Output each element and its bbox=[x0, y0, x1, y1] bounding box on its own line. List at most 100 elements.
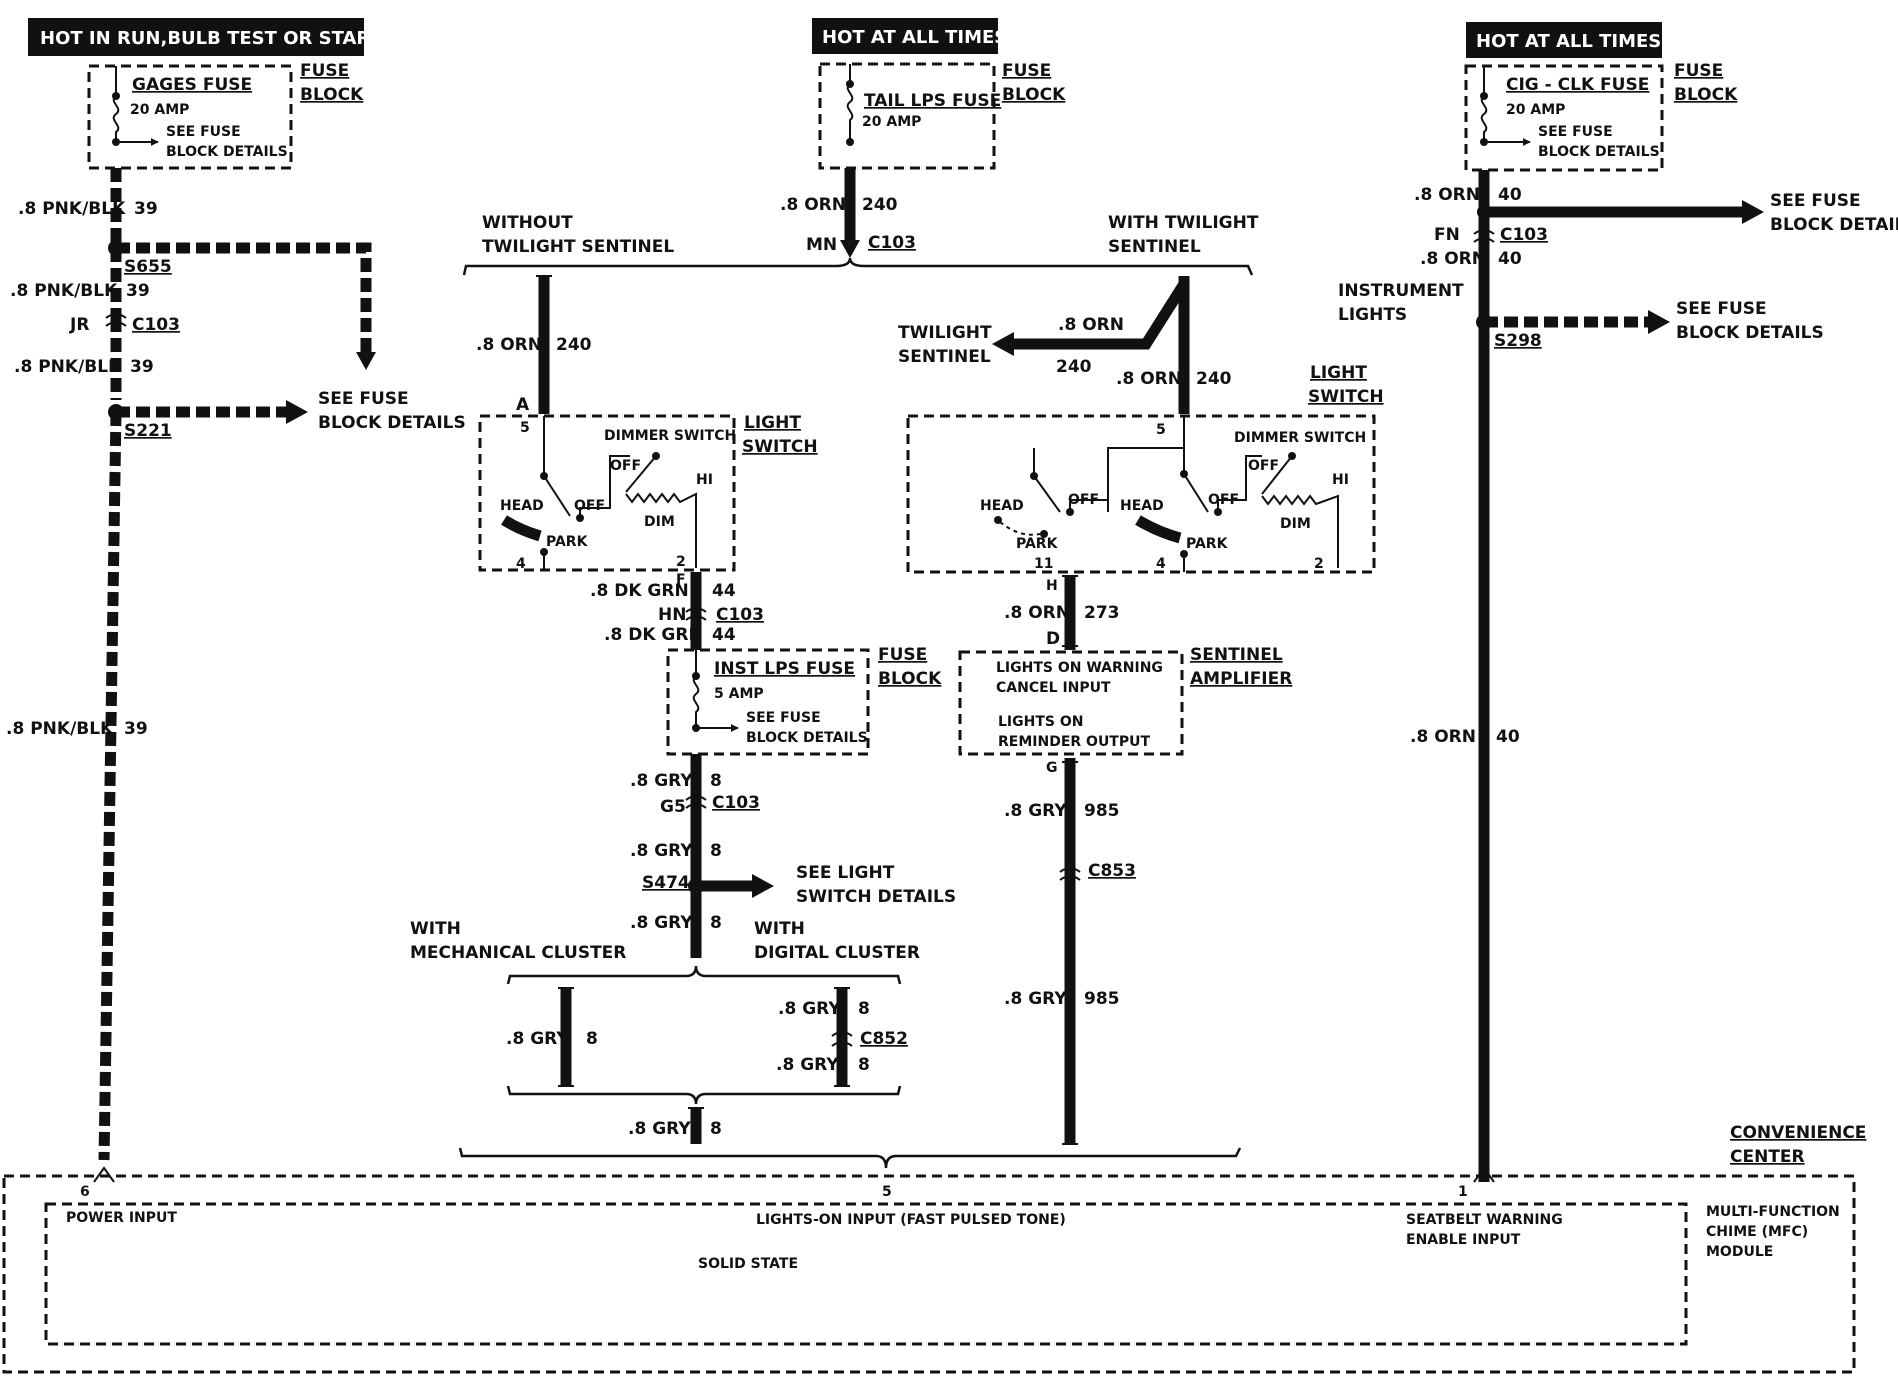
gry-see-light-2: SWITCH DETAILS bbox=[796, 887, 956, 907]
power-input: POWER INPUT bbox=[66, 1210, 177, 1226]
inst-fuse-see-2: BLOCK DETAILS bbox=[746, 730, 868, 746]
bottom-gry-color: .8 GRY bbox=[628, 1119, 691, 1139]
mech-wire-color: .8 GRY bbox=[506, 1029, 569, 1049]
dig-cluster-1: WITH bbox=[754, 919, 805, 939]
lsw2-title-2: SWITCH bbox=[1308, 387, 1384, 407]
right-see-fuse-2: BLOCK DETAILS bbox=[1770, 215, 1898, 235]
twilight-sentinel-2: SENTINEL bbox=[898, 347, 991, 367]
connector-c853: C853 bbox=[1088, 861, 1136, 881]
lsw2-head-1: HEAD bbox=[980, 498, 1024, 514]
connector-c103-gry: C103 bbox=[712, 793, 760, 813]
right-wire-3-color: .8 ORN bbox=[1410, 727, 1476, 747]
dig-cluster-2: DIGITAL CLUSTER bbox=[754, 943, 920, 963]
circuit-8: .8 GRY 8 G5 C103 .8 GRY 8 S474 SEE LIGHT… bbox=[410, 754, 956, 1144]
mfc-module-3: MODULE bbox=[1706, 1244, 1773, 1260]
dig-wire-2-color: .8 GRY bbox=[776, 1055, 839, 1075]
left-see-fuse: SEE FUSE bbox=[318, 389, 409, 409]
grn-wire-1-circuit: 44 bbox=[712, 581, 736, 601]
gry-wire-1-color: .8 GRY bbox=[630, 771, 693, 791]
left-wire-4-circuit: 39 bbox=[124, 719, 148, 739]
light-switch-left: A 5 4 2 LIGHT SWITCH DIMMER SWITCH OFF H… bbox=[478, 395, 818, 572]
gry-wire-2-circuit: 8 bbox=[710, 841, 722, 861]
lsw1-pin-a: A bbox=[516, 395, 530, 415]
cig-fuse-see-2: BLOCK DETAILS bbox=[1538, 144, 1660, 160]
sentinel-line-3: LIGHTS ON bbox=[998, 714, 1083, 730]
cig-fuse-block-label-2: BLOCK bbox=[1674, 85, 1738, 105]
tail-fuse-block: TAIL LPS FUSE 20 AMP FUSE BLOCK bbox=[818, 61, 1066, 170]
lsw2-head-2: HEAD bbox=[1120, 498, 1164, 514]
right-wire-1-color: .8 ORN bbox=[1414, 185, 1480, 205]
connector-c103-grn: C103 bbox=[716, 605, 764, 625]
header-hot-at-all-times-right-label: HOT AT ALL TIMES bbox=[1476, 31, 1661, 52]
light-switch-right: LIGHT SWITCH 5 11 4 2 DIMMER SWITCH OFF … bbox=[906, 363, 1384, 574]
header-hot-at-all-times-center-label: HOT AT ALL TIMES bbox=[822, 27, 1007, 48]
center-wire-circuit: 240 bbox=[862, 195, 898, 215]
left-wire-1-circuit: 39 bbox=[134, 199, 158, 219]
without-twilight-2: TWILIGHT SENTINEL bbox=[482, 237, 674, 257]
gry-see-light: SEE LIGHT bbox=[796, 863, 895, 883]
tail-fuse-block-label: FUSE bbox=[1002, 61, 1051, 81]
cig-fuse-block: CIG - CLK FUSE 20 AMP SEE FUSE BLOCK DET… bbox=[1464, 61, 1738, 172]
grn-pin-f: F bbox=[676, 572, 686, 588]
module-pin-1: 1 bbox=[1458, 1184, 1468, 1200]
gages-fuse-block-label: FUSE bbox=[300, 61, 349, 81]
inst-fuse-block: INST LPS FUSE 5 AMP SEE FUSE BLOCK DETAI… bbox=[666, 645, 942, 756]
twilight-wire-circuit: 240 bbox=[1056, 357, 1092, 377]
right-wire-1-circuit: 40 bbox=[1498, 185, 1522, 205]
sentinel-line-2: CANCEL INPUT bbox=[996, 680, 1111, 696]
connector-hn: HN bbox=[658, 605, 686, 625]
tail-fuse-block-label-2: BLOCK bbox=[1002, 85, 1066, 105]
sentinel-wire-1-color: .8 ORN bbox=[1004, 603, 1070, 623]
gages-fuse-see-2: BLOCK DETAILS bbox=[166, 144, 288, 160]
cig-fuse-amp: 20 AMP bbox=[1506, 102, 1565, 118]
splice-s298: S298 bbox=[1494, 331, 1542, 351]
left-wire-1-color: .8 PNK/BLK bbox=[18, 199, 126, 219]
sentinel-line-1: LIGHTS ON WARNING bbox=[996, 660, 1163, 676]
gry-wire-3-color: .8 GRY bbox=[630, 913, 693, 933]
tail-fuse-name: TAIL LPS FUSE bbox=[864, 91, 1001, 111]
right-see-fuse: SEE FUSE bbox=[1770, 191, 1861, 211]
lsw2-dim: DIM bbox=[1280, 516, 1311, 532]
mech-wire-circuit: 8 bbox=[586, 1029, 598, 1049]
lsw1-off-dimmer: OFF bbox=[610, 458, 641, 474]
lsw1-dim: DIM bbox=[644, 514, 675, 530]
inst-fuse-amp: 5 AMP bbox=[714, 686, 764, 702]
center-wire-color: .8 ORN bbox=[780, 195, 846, 215]
lsw2-park-1: PARK bbox=[1016, 536, 1059, 552]
lights-on-brace bbox=[458, 1147, 1242, 1169]
left-wire-2-color: .8 PNK/BLK bbox=[10, 281, 118, 301]
lsw1-pin-5: 5 bbox=[520, 420, 530, 436]
mech-cluster-2: MECHANICAL CLUSTER bbox=[410, 943, 626, 963]
sentinel-wire-2-color: .8 GRY bbox=[1004, 801, 1067, 821]
sentinel-wire-3-circuit: 985 bbox=[1084, 989, 1120, 1009]
left-wire-2-circuit: 39 bbox=[126, 281, 150, 301]
lsw1-pin-4: 4 bbox=[516, 556, 526, 572]
left-circuit-39: .8 PNK/BLK 39 S655 .8 PNK/BLK 39 JR C103… bbox=[6, 168, 466, 1161]
sentinel-wire-3-color: .8 GRY bbox=[1004, 989, 1067, 1009]
lsw2-dimmer: DIMMER SWITCH bbox=[1234, 430, 1366, 446]
right-wire-2-circuit: 40 bbox=[1498, 249, 1522, 269]
inst-fuse-name: INST LPS FUSE bbox=[714, 659, 855, 679]
sentinel-line-4: REMINDER OUTPUT bbox=[998, 734, 1150, 750]
right-wire-2-color: .8 ORN bbox=[1420, 249, 1486, 269]
grn-wire-2-color: .8 DK GRN bbox=[604, 625, 703, 645]
seatbelt-warning-2: ENABLE INPUT bbox=[1406, 1232, 1521, 1248]
connector-g5: G5 bbox=[660, 797, 686, 817]
connector-c852: C852 bbox=[860, 1029, 908, 1049]
mfc-module: MULTI-FUNCTION bbox=[1706, 1204, 1840, 1220]
splice-s221: S221 bbox=[124, 421, 172, 441]
center-circuit-240: .8 ORN 240 MN C103 WITHOUT TWILIGHT SENT… bbox=[462, 168, 1259, 414]
inst-fuse-block-label-2: BLOCK bbox=[878, 669, 942, 689]
gages-fuse-see: SEE FUSE bbox=[166, 124, 241, 140]
gages-fuse-block: GAGES FUSE 20 AMP SEE FUSE BLOCK DETAILS… bbox=[87, 61, 364, 170]
sentinel-amplifier: H .8 ORN 273 D LIGHTS ON WARNING CANCEL … bbox=[958, 575, 1292, 1145]
connector-c103-left: C103 bbox=[132, 315, 180, 335]
lsw2-pin-11: 11 bbox=[1034, 556, 1053, 572]
lsw1-title-2: SWITCH bbox=[742, 437, 818, 457]
instrument-lights: INSTRUMENT bbox=[1338, 281, 1464, 301]
left-wire-4-color: .8 PNK/BLK bbox=[6, 719, 114, 739]
lsw1-off: OFF bbox=[574, 498, 605, 514]
right-branch-color: .8 ORN bbox=[1116, 369, 1182, 389]
lsw1-title: LIGHT bbox=[744, 413, 801, 433]
right-see-fuse-4: BLOCK DETAILS bbox=[1676, 323, 1824, 343]
